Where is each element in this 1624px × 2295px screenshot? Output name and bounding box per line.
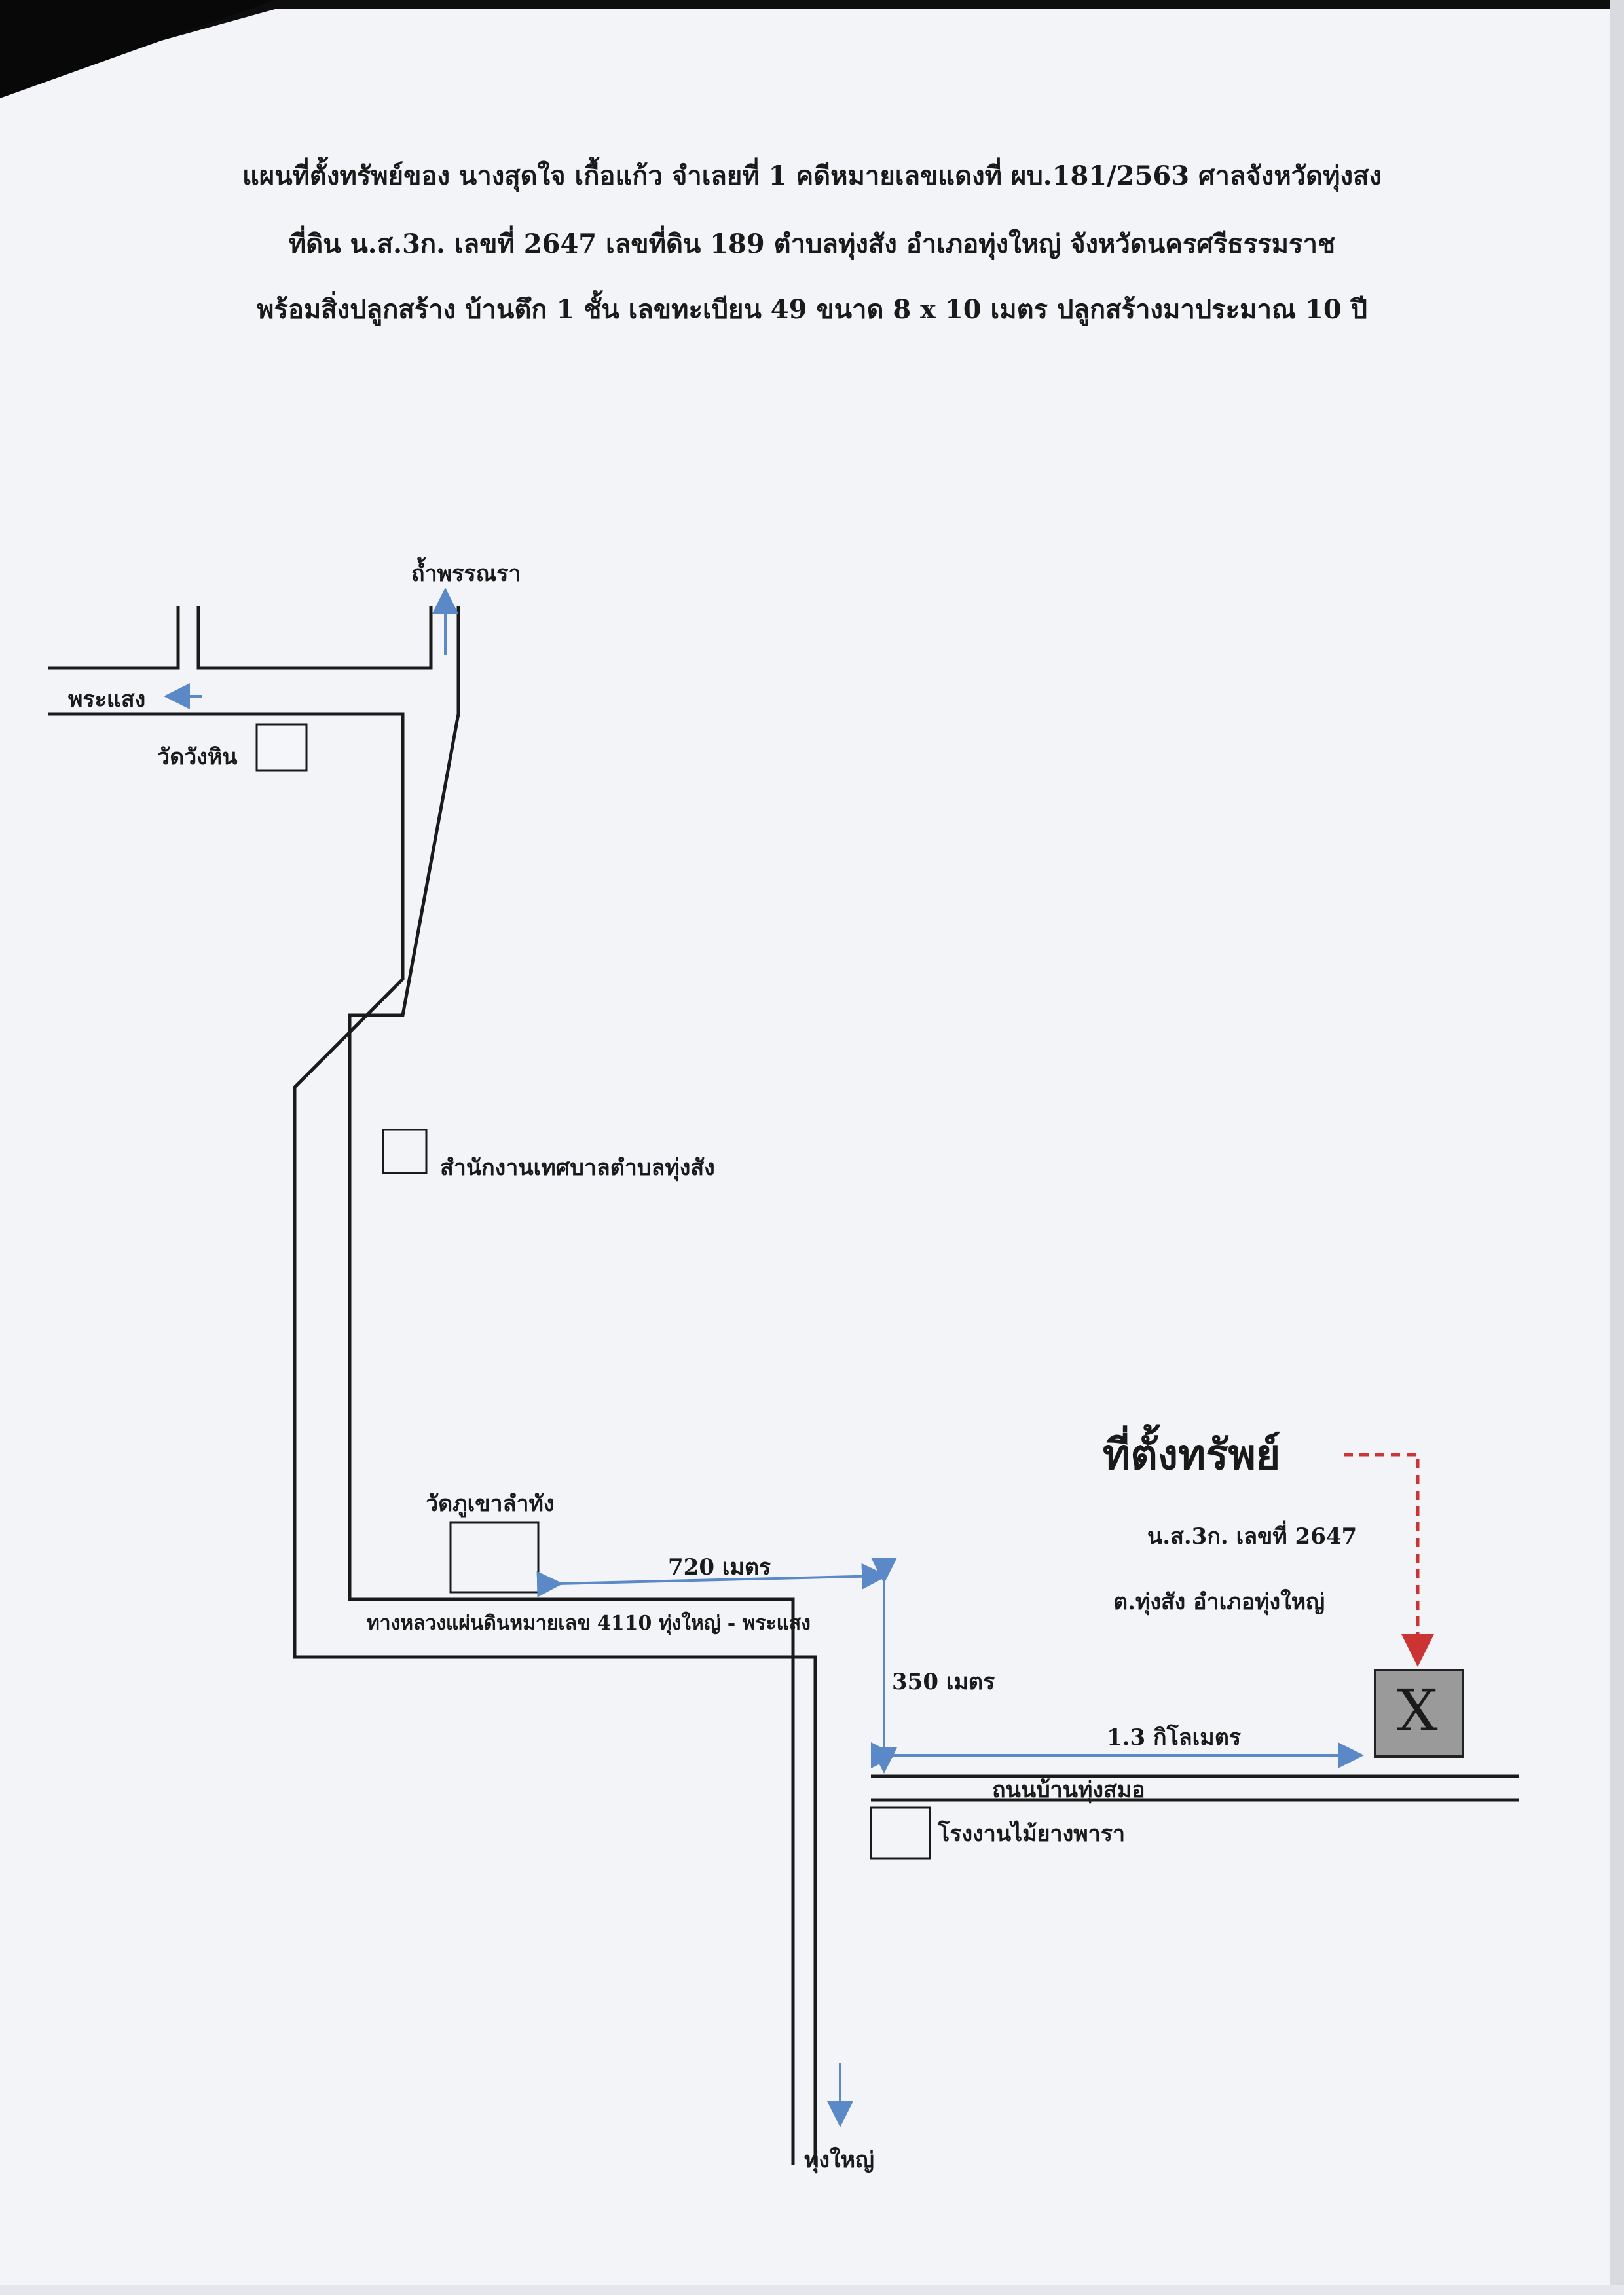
wat-phu-khao-marker <box>449 1521 540 1594</box>
local-road-label: ถนนบ้านทุ่งสมอ <box>992 1777 1145 1803</box>
label-wat-wang-hin: วัดวังหิน <box>157 744 238 770</box>
municipality-office-marker <box>382 1129 428 1174</box>
label-municipality-office: สำนักงานเทศบาลตำบลทุ่งสัง <box>440 1155 715 1181</box>
property-title: ที่ตั้งทรัพย์ <box>1103 1430 1281 1480</box>
distance-label-1-3km: 1.3 กิโลเมตร <box>1107 1725 1242 1751</box>
sawmill-marker <box>870 1806 931 1860</box>
label-wat-phu-khao: วัดภูเขาลำทัง <box>426 1491 555 1517</box>
header-line-1: แผนที่ตั้งทรัพย์ของ นางสุดใจ เกื้อแก้ว จ… <box>242 160 1382 191</box>
property-pointer-arrow <box>1344 1453 1434 1667</box>
property-location: ต.ทุ่งสัง อำเภอทุ่งใหญ่ <box>1113 1589 1325 1615</box>
property-deed: น.ส.3ก. เลขที่ 2647 <box>1147 1523 1357 1550</box>
wat-wang-hin-marker <box>255 723 308 772</box>
property-marker-x: X <box>1397 1677 1438 1744</box>
label-phra-saeng: พระแสง <box>68 686 146 713</box>
label-sawmill: โรงงานไม้ยางพารา <box>938 1821 1126 1847</box>
label-tham-phannara: ถ้ำพรรณรา <box>411 561 521 587</box>
distance-label-350m: 350 เมตร <box>892 1669 995 1695</box>
folded-corner <box>0 0 275 98</box>
road-network <box>48 606 1519 2165</box>
header-line-2: ที่ดิน น.ส.3ก. เลขที่ 2647 เลขที่ดิน 189… <box>288 229 1336 259</box>
distance-arrow-720m <box>536 1563 888 1597</box>
header-line-3: พร้อมสิ่งปลูกสร้าง บ้านตึก 1 ชั้น เลขทะเ… <box>257 294 1367 325</box>
highway-label: ทางหลวงแผ่นดินหมายเลข 4110 ทุ่งใหญ่ - พร… <box>367 1612 811 1635</box>
property-marker-box <box>1374 1669 1464 1758</box>
distance-label-720m: 720 เมตร <box>668 1554 771 1580</box>
label-thung-yai: ทุ่งใหญ่ <box>804 2147 874 2173</box>
